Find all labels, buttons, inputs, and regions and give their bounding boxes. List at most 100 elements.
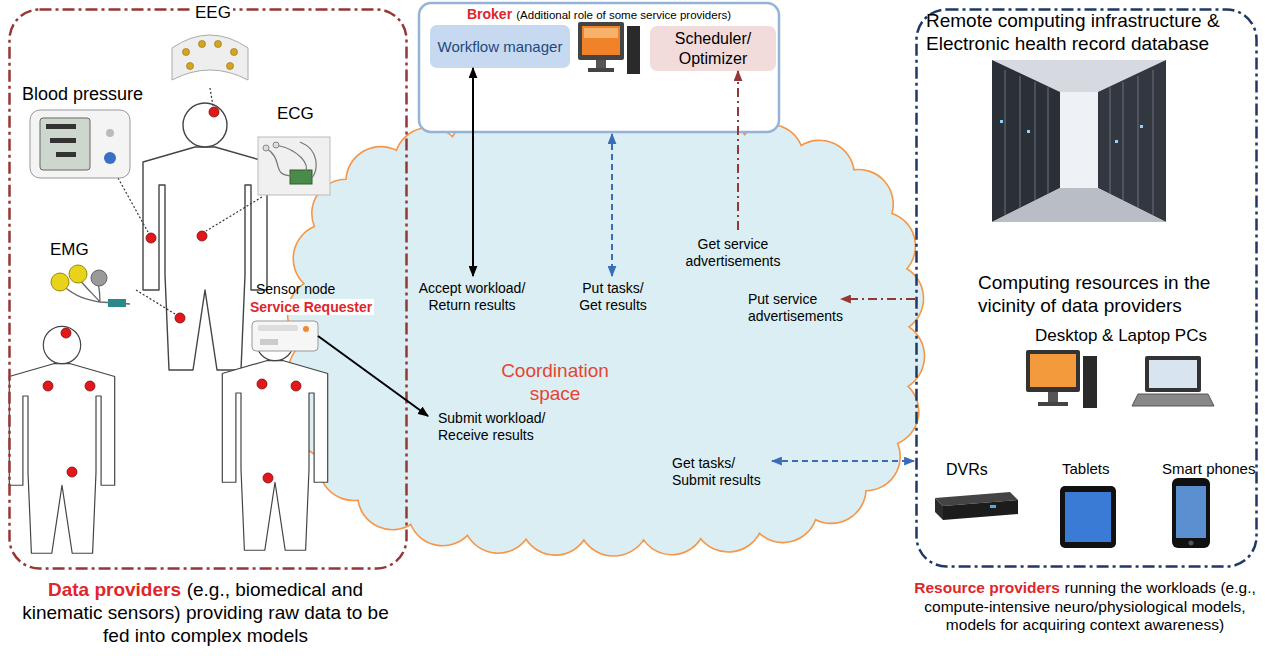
illustration-circle — [85, 381, 95, 391]
illustration-rect — [50, 138, 76, 143]
text-group: Service Requester — [248, 299, 374, 316]
rect-shape — [588, 68, 614, 72]
region-border — [917, 10, 1257, 567]
cloud-outline — [287, 114, 924, 556]
illustration-circle — [263, 145, 269, 151]
illustration-line — [1138, 76, 1139, 208]
box-fill — [430, 25, 570, 68]
illustration-polygon — [1060, 92, 1098, 188]
eeg-headband — [172, 35, 248, 80]
dvr — [935, 492, 1018, 520]
edge-label: Put service advertisements — [748, 291, 858, 325]
part-label: EEG — [193, 3, 233, 23]
coordination-cloud: Coordination space — [285, 112, 927, 558]
computer-icon — [578, 22, 640, 74]
text-group: Scheduler/ Optimizer — [657, 29, 769, 67]
rect-shape — [596, 60, 606, 68]
illustration-rect — [1149, 360, 1197, 388]
illustration-line — [1005, 70, 1006, 215]
illustration-rect — [1027, 130, 1030, 133]
edge-label: Put tasks/ Get results — [573, 280, 653, 314]
tablet — [1060, 486, 1116, 548]
illustration-rect — [258, 137, 330, 195]
illustration-line — [1153, 70, 1154, 215]
part-label: Desktop & Laptop PCs — [1035, 326, 1207, 346]
illustration-rect — [1083, 356, 1097, 408]
text-group: Data providers(e.g., biomedical and kine… — [13, 579, 398, 647]
region-heading: Data providers — [48, 579, 181, 600]
edge-label: Submit workload/ Receive results — [438, 410, 568, 444]
box-heading: Broker — [467, 6, 512, 22]
box-fill — [650, 26, 776, 71]
laptop — [1132, 356, 1214, 406]
illustration-rect — [30, 110, 130, 178]
illustration-rect — [1172, 478, 1210, 548]
illustration-polygon — [1132, 394, 1214, 406]
body-figure — [9, 326, 114, 553]
illustration-circle — [61, 328, 71, 338]
body-figure — [143, 103, 267, 370]
part-label: DVRs — [946, 460, 988, 479]
illustration-line — [1048, 87, 1049, 194]
sensor-device — [252, 321, 318, 351]
illustration-circle — [183, 49, 190, 56]
illustration-circle — [273, 142, 279, 148]
illustration-rect — [1000, 120, 1003, 123]
illustration-circle — [43, 381, 53, 391]
illustration-polygon — [992, 188, 1166, 222]
connector — [772, 460, 914, 462]
cloud-title: Coordination space — [501, 360, 609, 404]
illustration-path — [172, 35, 248, 80]
illustration-circle — [197, 231, 207, 241]
part-label: Blood pressure — [22, 84, 143, 106]
illustration-rect — [46, 124, 76, 129]
emg-electrodes — [51, 265, 130, 307]
rect-shape — [627, 26, 640, 74]
text-group: Resource providersrunning the workloads … — [914, 579, 1256, 635]
box-text: Scheduler/ Optimizer — [675, 30, 752, 66]
rect-shape — [258, 325, 298, 331]
illustration-circle — [215, 41, 222, 48]
illustration-circle — [175, 313, 185, 323]
illustration-rect — [1065, 492, 1111, 542]
illustration-rect — [992, 60, 1166, 222]
rect-shape — [584, 28, 618, 38]
illustration-line — [1035, 82, 1036, 200]
part-label: Computing resources in the vicinity of d… — [978, 272, 1236, 318]
illustration-circle — [1189, 541, 1194, 546]
text-group: Coordination space — [485, 360, 625, 406]
illustration-line — [1020, 76, 1021, 208]
part-label: Tablets — [1062, 460, 1110, 478]
rect-shape — [252, 321, 318, 351]
illustration-circle — [146, 233, 156, 243]
illustration-rect — [108, 299, 126, 307]
text-group: Workflow manager — [438, 38, 563, 56]
illustration-rect — [1176, 486, 1206, 538]
text-group: Broker(Additional role of some service p… — [467, 6, 731, 23]
process-box: Workflow manager — [430, 25, 570, 68]
illustration-circle — [67, 467, 77, 477]
smart-phone — [1172, 478, 1210, 548]
illustration-circle — [209, 107, 219, 117]
text-group: Sensor node — [256, 281, 335, 298]
coordination-cloud-outline — [285, 112, 927, 558]
illustration-g — [183, 41, 238, 70]
illustration-rect — [290, 170, 312, 184]
illustration-g — [1000, 120, 1143, 143]
rect-shape — [582, 26, 620, 55]
illustration-line — [1110, 87, 1111, 194]
role-label: Service Requester — [248, 299, 374, 315]
part-label: ECG — [277, 104, 314, 124]
illustration-polygon — [935, 498, 943, 520]
blood-pressure-monitor — [30, 110, 130, 178]
illustration-circle — [263, 473, 273, 483]
illustration-circle — [231, 49, 238, 56]
illustration-line — [1123, 82, 1124, 200]
illustration-circle — [291, 381, 301, 391]
illustration-circle — [199, 41, 206, 48]
rect-shape — [578, 22, 624, 60]
illustration-rect — [1140, 125, 1143, 128]
illustration-rect — [990, 505, 996, 508]
illustration-rect — [1145, 356, 1201, 392]
